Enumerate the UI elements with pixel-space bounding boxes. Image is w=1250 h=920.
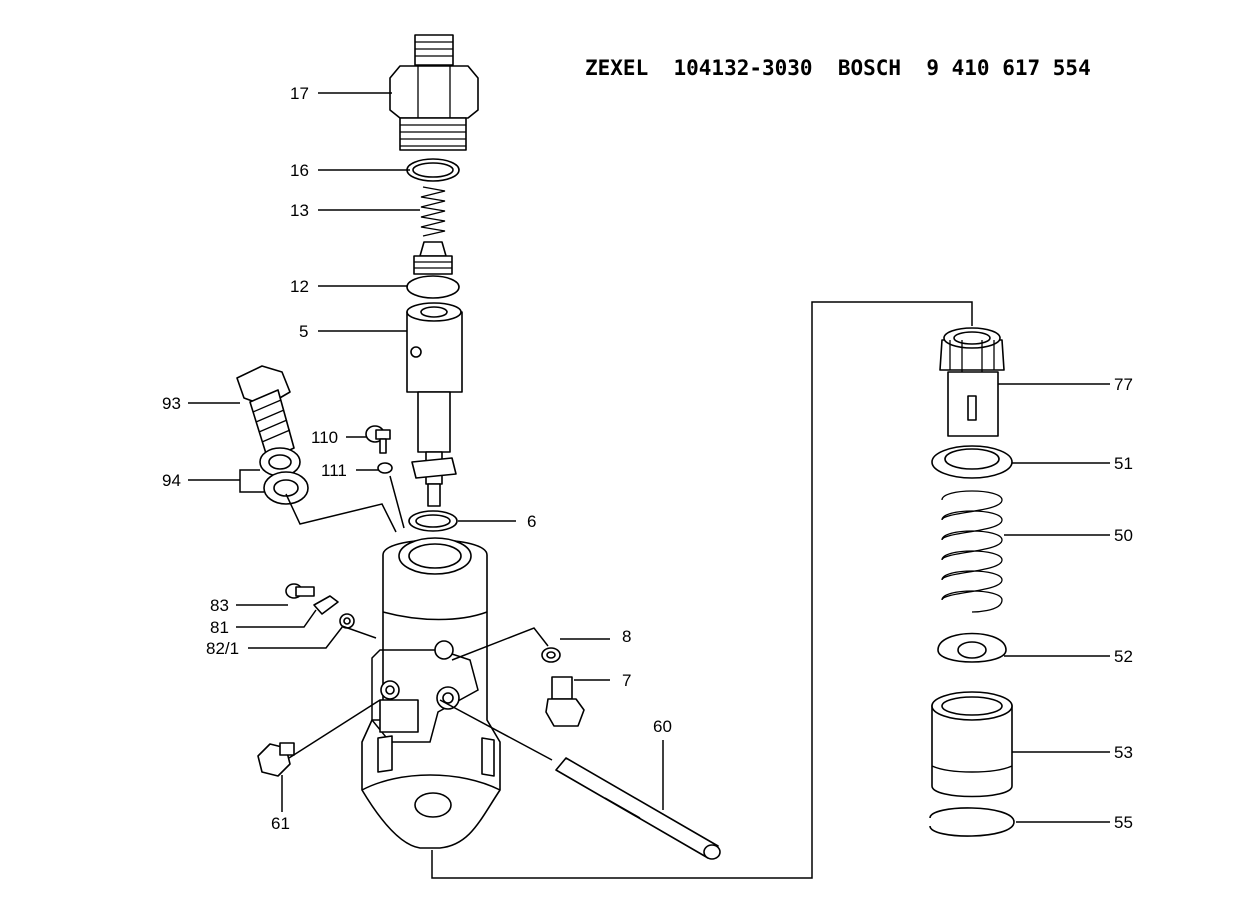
callout-83: 83 [210,596,229,615]
part-55-snap-ring[interactable] [929,807,1015,837]
callout-110: 110 [311,428,338,447]
diagram-title: ZEXEL 104132-3030 BOSCH 9 410 617 554 [585,56,1091,80]
callout-93: 93 [162,394,181,413]
callout-labels: 17 16 13 12 5 93 94 110 111 6 83 81 82/1… [162,84,1133,833]
callout-17: 17 [290,84,309,103]
part-50-plunger-spring[interactable] [941,490,1003,613]
part-93-banjo-bolt[interactable] [236,365,295,461]
part-60-control-rod[interactable] [555,757,721,860]
callout-94: 94 [162,471,181,490]
part-81-plate[interactable] [313,595,339,615]
part-51-spring-seat[interactable] [931,445,1013,479]
callout-60: 60 [653,717,672,736]
part-13-spring[interactable] [420,186,446,237]
pump-housing[interactable] [361,537,501,849]
part-77-control-sleeve[interactable] [939,327,1005,437]
part-12-delivery-valve[interactable] [406,241,460,299]
callout-111: 111 [321,461,347,480]
callout-8: 8 [622,627,631,646]
leader-lines [188,92,1110,823]
callout-53: 53 [1114,743,1133,762]
callout-7: 7 [622,671,631,690]
callout-55: 55 [1114,813,1133,832]
callout-61: 61 [271,814,290,833]
part-53-tappet[interactable] [931,691,1013,798]
part-83-screw[interactable] [285,583,315,599]
part-5-plunger-barrel[interactable] [406,302,463,507]
callout-5: 5 [299,322,308,341]
callout-12: 12 [290,277,309,296]
part-94-washers[interactable] [259,447,309,505]
part-61-plug-screw[interactable] [257,742,295,777]
callout-16: 16 [290,161,309,180]
callout-6: 6 [527,512,536,531]
callout-52: 52 [1114,647,1133,666]
callout-82-1: 82/1 [206,639,239,658]
callout-13: 13 [290,201,309,220]
callout-51: 51 [1114,454,1133,473]
part-52-spring-seat[interactable] [937,632,1007,663]
callout-77: 77 [1114,375,1133,394]
part-7-plug[interactable] [545,676,585,727]
part-111-washer[interactable] [377,462,393,474]
callout-81: 81 [210,618,229,637]
callout-50: 50 [1114,526,1133,545]
connection-lines [285,301,973,879]
part-17-valve-holder[interactable] [389,34,479,151]
part-110-screw[interactable] [365,425,391,454]
